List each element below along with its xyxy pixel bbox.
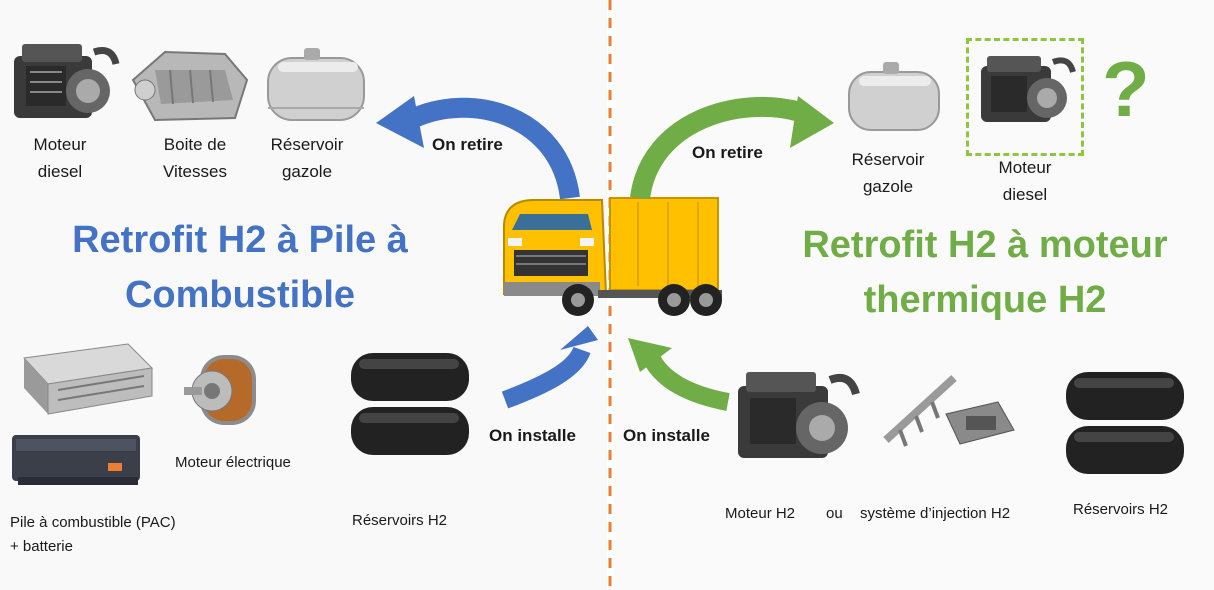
electric-motor-image: [184, 355, 256, 425]
h2-tanks-image-right: [1066, 372, 1184, 474]
left-install-label: On installe: [489, 426, 576, 445]
diesel-engine-image: [14, 44, 120, 118]
left-title: Retrofit H2 à Pile à Combustible: [72, 219, 408, 316]
fuel-cell-label: Pile à combustible (PAC) + batterie: [10, 514, 176, 555]
h2-engine-label: Moteur H2: [725, 505, 796, 522]
h2-tanks-label-right: Réservoirs H2: [1073, 501, 1169, 518]
left-remove-label: On retire: [432, 135, 503, 154]
gearbox-image: [131, 50, 249, 122]
or-label: ou: [826, 505, 843, 522]
battery-pack-image: [12, 435, 140, 485]
removed-label-diesel-engine: Moteur diesel: [33, 135, 87, 181]
truck-image: [503, 197, 722, 316]
h2-engine-image: [738, 372, 860, 458]
right-title: Retrofit H2 à moteur thermique H2: [802, 224, 1168, 321]
right-remove-label: On retire: [692, 143, 763, 162]
removed-label-diesel-tank-right: Réservoir gazole: [851, 150, 925, 196]
injection-system-label: système d’injection H2: [860, 505, 1011, 522]
h2-tanks-image-left: [351, 353, 469, 455]
right-install-label: On installe: [623, 426, 710, 445]
electric-motor-label: Moteur électrique: [175, 454, 291, 471]
removed-label-diesel-tank: Réservoir gazole: [270, 135, 344, 181]
diesel-engine-image-right: [981, 56, 1076, 122]
dashed-box: [966, 38, 1084, 156]
diesel-tank-image-right: [848, 62, 940, 131]
fuel-cell-stack-image: [22, 343, 154, 415]
removed-label-gearbox: Boite de Vitesses: [163, 135, 227, 181]
removed-label-diesel-engine-right: Moteur diesel: [998, 158, 1052, 204]
question-mark: ?: [1102, 45, 1150, 133]
h2-tanks-label-left: Réservoirs H2: [352, 512, 448, 529]
diesel-tank-image: [267, 48, 365, 121]
injection-system-image: [883, 375, 1015, 447]
